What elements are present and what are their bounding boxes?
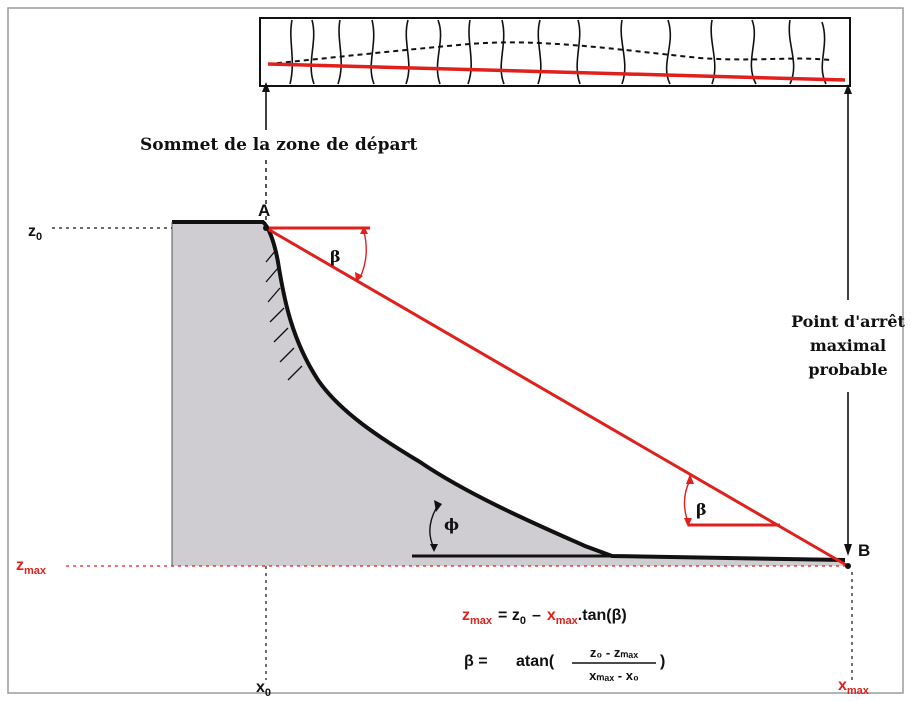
beta-arc-a: [359, 231, 367, 279]
point-b-marker: [845, 563, 851, 569]
f1-eq: = z: [498, 607, 520, 624]
stop-point-line1: Point d'arrêt: [791, 312, 905, 331]
f1-z0-sub: 0: [520, 615, 526, 627]
xmax-main: x: [838, 677, 847, 694]
x0-main: x: [256, 679, 265, 696]
xmax-label: xmax: [838, 677, 870, 697]
stop-point-arrow-head-top: [844, 84, 852, 94]
f2-close: ): [660, 653, 665, 670]
z0-label: z0: [28, 223, 42, 243]
zmax-label: zmax: [16, 557, 47, 577]
xmax-sub: max: [847, 685, 870, 697]
top-of-release-zone-label: Sommet de la zone de départ: [140, 135, 417, 155]
z0-main: z: [28, 223, 36, 240]
stop-point-line3: probable: [808, 360, 887, 379]
f1-minus: –: [532, 607, 541, 624]
energy-line-red: [265, 226, 849, 568]
point-a-label: A: [258, 201, 270, 220]
terrain-profile-line: [172, 220, 846, 562]
f1-lhs-main: z: [462, 607, 470, 624]
beta-arc-b: [683, 479, 691, 523]
formula-zmax: zmax= z0–xmax.tan(β): [462, 607, 627, 627]
frame-border: [7, 7, 904, 694]
f1-x-sub: max: [556, 615, 579, 627]
f1-lhs-sub: max: [470, 615, 493, 627]
terrain-fill: [172, 222, 845, 566]
beta-arc-a-arrow-bottom: [355, 272, 363, 282]
plan-view-red-line: [267, 62, 846, 82]
f2-lhs: β =: [464, 653, 488, 670]
f1-x-main: x: [547, 607, 556, 624]
x0-sub: 0: [265, 687, 271, 699]
beta-arc-b-arrow-top: [686, 474, 694, 484]
f1-tail: .tan(β): [578, 607, 627, 624]
beta-label-b: β: [696, 500, 707, 519]
phi-arc-arrow-bottom: [430, 544, 438, 552]
phi-arc-arrow-top: [434, 500, 442, 512]
stop-point-arrow-head-bottom: [844, 544, 852, 556]
plan-view-box: [259, 17, 851, 87]
f2-denominator: xₘₐₓ - x₀: [589, 668, 639, 683]
stop-point-line2: maximal: [810, 336, 886, 355]
stop-point-label: Point d'arrêt maximal probable: [791, 312, 905, 379]
plan-view-strip: [259, 17, 851, 87]
f2-atan: atan(: [516, 653, 555, 670]
phi-label: ϕ: [444, 515, 459, 534]
z0-sub: 0: [36, 231, 42, 243]
beta-label-a: β: [330, 247, 341, 266]
zmax-main: z: [16, 557, 24, 574]
point-b-label: B: [858, 541, 870, 560]
beta-arc-a-arrow-top: [360, 226, 368, 234]
f2-numerator: z₀ - zₘₐₓ: [590, 645, 638, 660]
plan-view-path-dashed: [267, 41, 831, 65]
zmax-sub: max: [24, 565, 47, 577]
slope-hatching: [265, 249, 303, 381]
release-zone-arrow-head: [262, 82, 270, 92]
beta-arc-b-arrow-bottom: [684, 518, 692, 527]
x0-label: x0: [256, 679, 271, 699]
point-a-marker: [263, 225, 269, 231]
